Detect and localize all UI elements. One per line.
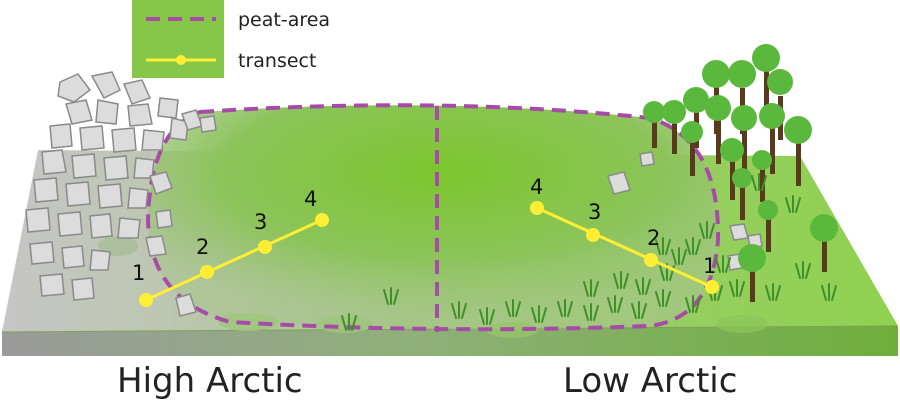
rock bbox=[57, 73, 92, 103]
tree bbox=[732, 168, 752, 220]
rock bbox=[149, 171, 173, 195]
rock bbox=[122, 79, 152, 105]
tree bbox=[643, 101, 665, 148]
low-arctic-transect: 4 3 2 1 bbox=[530, 175, 719, 294]
rock bbox=[199, 115, 217, 133]
high-arctic-point-label-4: 4 bbox=[304, 187, 317, 211]
rock bbox=[61, 245, 85, 269]
transect-point bbox=[200, 265, 214, 279]
tree bbox=[705, 95, 731, 164]
high-arctic-label: High Arctic bbox=[117, 361, 303, 400]
legend: peat-area transect bbox=[132, 0, 330, 78]
rock bbox=[111, 127, 137, 153]
tree bbox=[731, 105, 757, 174]
tree bbox=[662, 100, 686, 154]
tree bbox=[784, 116, 812, 186]
rock bbox=[607, 171, 631, 195]
rock bbox=[57, 211, 83, 237]
wet-patch bbox=[98, 236, 138, 256]
rock bbox=[103, 155, 129, 181]
rock bbox=[95, 99, 119, 125]
transect-point bbox=[258, 240, 272, 254]
rock bbox=[33, 177, 59, 203]
high-arctic-point-label-1: 1 bbox=[132, 261, 145, 285]
tree bbox=[759, 103, 785, 174]
rock bbox=[65, 99, 93, 125]
rock bbox=[639, 151, 655, 167]
high-arctic-point-label-2: 2 bbox=[196, 235, 209, 259]
low-arctic-point-label-4: 4 bbox=[530, 175, 543, 199]
rock bbox=[169, 117, 189, 141]
rock bbox=[141, 129, 165, 151]
tree bbox=[681, 121, 703, 176]
rock bbox=[71, 277, 95, 301]
rock bbox=[127, 103, 153, 127]
rock bbox=[90, 71, 121, 99]
low-arctic-label: Low Arctic bbox=[563, 361, 737, 400]
transect-legend-dot bbox=[176, 55, 186, 65]
wet-patch bbox=[716, 315, 768, 333]
rock bbox=[175, 293, 197, 317]
rock bbox=[65, 181, 91, 207]
transect-point bbox=[315, 213, 329, 227]
low-arctic-point-label-1: 1 bbox=[703, 254, 716, 278]
tree bbox=[758, 200, 778, 252]
high-arctic-transect-line bbox=[145, 218, 323, 302]
transect-point bbox=[139, 293, 153, 307]
rock bbox=[41, 149, 67, 175]
rock bbox=[29, 241, 55, 265]
legend-box bbox=[132, 0, 224, 78]
low-arctic-transect-line bbox=[536, 206, 713, 289]
rock bbox=[145, 235, 167, 257]
tree bbox=[752, 44, 780, 120]
rock bbox=[71, 153, 97, 179]
tree bbox=[738, 244, 766, 302]
rock bbox=[79, 125, 105, 151]
rock bbox=[89, 213, 113, 239]
transect-point bbox=[705, 280, 719, 294]
tree bbox=[810, 214, 838, 272]
ground-front-edge bbox=[2, 326, 898, 356]
legend-transect-label: transect bbox=[238, 50, 316, 72]
low-arctic-point-label-2: 2 bbox=[647, 226, 660, 250]
transect-point bbox=[530, 201, 544, 215]
forest bbox=[643, 44, 838, 302]
rock bbox=[89, 249, 111, 271]
rock bbox=[39, 273, 65, 297]
rock bbox=[127, 187, 149, 209]
rock bbox=[117, 217, 141, 239]
rock bbox=[49, 123, 73, 149]
low-arctic-point-label-3: 3 bbox=[588, 200, 601, 224]
transect-point bbox=[586, 228, 600, 242]
rock bbox=[155, 209, 173, 229]
grass bbox=[341, 173, 837, 331]
rock bbox=[25, 207, 51, 233]
legend-peat-area-label: peat-area bbox=[238, 9, 330, 31]
high-arctic-transect: 1 2 3 4 bbox=[132, 187, 329, 307]
high-arctic-point-label-3: 3 bbox=[254, 210, 267, 234]
peat-area-fill bbox=[148, 105, 719, 330]
rock bbox=[157, 97, 179, 119]
rock bbox=[97, 183, 123, 209]
transect-point bbox=[644, 253, 658, 267]
rock bbox=[729, 223, 749, 241]
